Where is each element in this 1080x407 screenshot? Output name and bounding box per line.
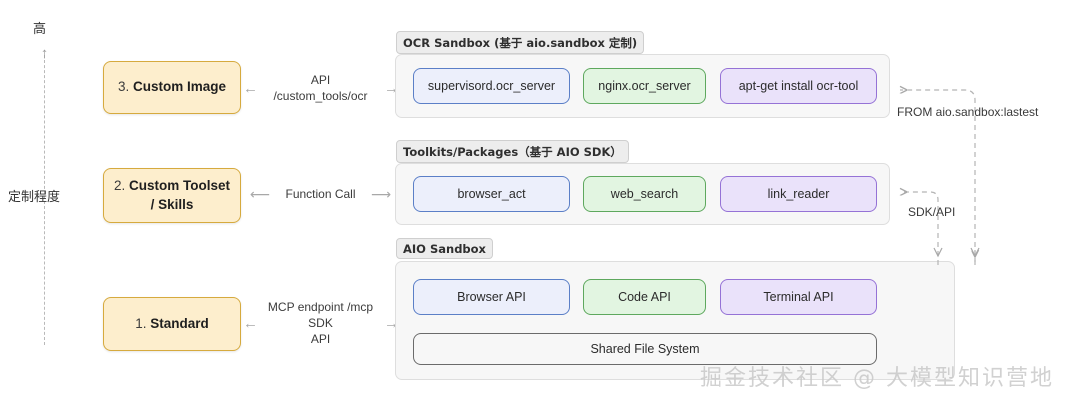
connector-label-line3: API: [310, 332, 331, 347]
arrow-sdk-api-icon: [900, 192, 939, 265]
watermark: 掘金技术社区 @ 大模型知识营地: [700, 366, 1054, 391]
stage-label-line2: / Skills: [150, 196, 194, 212]
axis-title-label: 定制程度: [8, 190, 61, 205]
chip-shared-file-system[interactable]: Shared File System: [413, 333, 877, 365]
connector-label-line1: Function Call: [285, 186, 356, 201]
stage-index: 3.: [117, 79, 133, 95]
arrow-left-icon: ⟵: [249, 185, 271, 202]
connector-label-line2: /custom_tools/ocr: [273, 89, 368, 103]
connector-api-custom-tools: ← API /custom_tools/ocr →: [243, 66, 399, 110]
group-title-ocr-sandbox: OCR Sandbox (基于 aio.sandbox 定制): [396, 31, 645, 54]
stage-index: 1.: [135, 315, 151, 331]
stage-box-custom-image[interactable]: 3. Custom Image: [103, 61, 241, 114]
stage-label: Custom Image: [132, 79, 227, 95]
stage-box-standard[interactable]: 1. Standard: [103, 297, 241, 351]
label-sdk-api: SDK/API: [908, 205, 956, 219]
chip-terminal-api[interactable]: Terminal API: [720, 279, 877, 315]
axis-top-label: 高: [33, 22, 47, 37]
stage-box-custom-toolset[interactable]: 2. Custom Toolset / Skills: [103, 168, 241, 223]
arrowhead-down-sdk-icon: [933, 247, 943, 258]
chip-browser-api[interactable]: Browser API: [413, 279, 570, 315]
stage-box-custom-toolset-text: 2. Custom Toolset / Skills: [114, 177, 230, 213]
connector-label-line2: SDK: [308, 315, 333, 330]
connector-label: MCP endpoint /mcp SDK API: [257, 299, 384, 348]
chip-nginx-ocr-server[interactable]: nginx.ocr_server: [583, 68, 706, 104]
chip-code-api[interactable]: Code API: [583, 279, 706, 315]
arrow-right-icon: ⟶: [370, 185, 392, 202]
chip-web-search[interactable]: web_search: [583, 176, 706, 212]
connector-mcp-sdk-api: ← MCP endpoint /mcp SDK API →: [243, 294, 399, 352]
connector-label-line1: API: [310, 72, 331, 87]
arrow-left-icon: ←: [243, 79, 258, 97]
connector-label-line1: MCP endpoint /mcp: [267, 299, 374, 314]
chip-supervisord-ocr-server[interactable]: supervisord.ocr_server: [413, 68, 570, 104]
customization-axis-line: [44, 55, 45, 345]
stage-label: Custom Toolset: [129, 178, 230, 194]
connector-label: API /custom_tools/ocr: [257, 72, 384, 104]
arrow-up-icon: ↑: [40, 45, 49, 62]
chip-apt-get-install-ocr-tool[interactable]: apt-get install ocr-tool: [720, 68, 877, 104]
arrow-left-icon: ←: [243, 314, 258, 332]
chip-link-reader[interactable]: link_reader: [720, 176, 877, 212]
stage-box-standard-text: 1. Standard: [135, 315, 209, 333]
group-title-toolkits-packages: Toolkits/Packages（基于 AIO SDK）: [396, 140, 629, 163]
label-from-aio-sandbox: FROM aio.sandbox:lastest: [897, 105, 1039, 119]
stage-index: 2.: [113, 178, 129, 194]
stage-box-custom-image-text: 3. Custom Image: [118, 78, 226, 96]
arrowhead-down-from-icon: [970, 247, 980, 258]
stage-label: Standard: [150, 315, 209, 331]
connector-function-call: ⟵ Function Call ⟶: [243, 182, 398, 206]
group-title-aio-sandbox: AIO Sandbox: [396, 238, 493, 259]
chip-browser-act[interactable]: browser_act: [413, 176, 570, 212]
connector-label: Function Call: [277, 186, 364, 202]
